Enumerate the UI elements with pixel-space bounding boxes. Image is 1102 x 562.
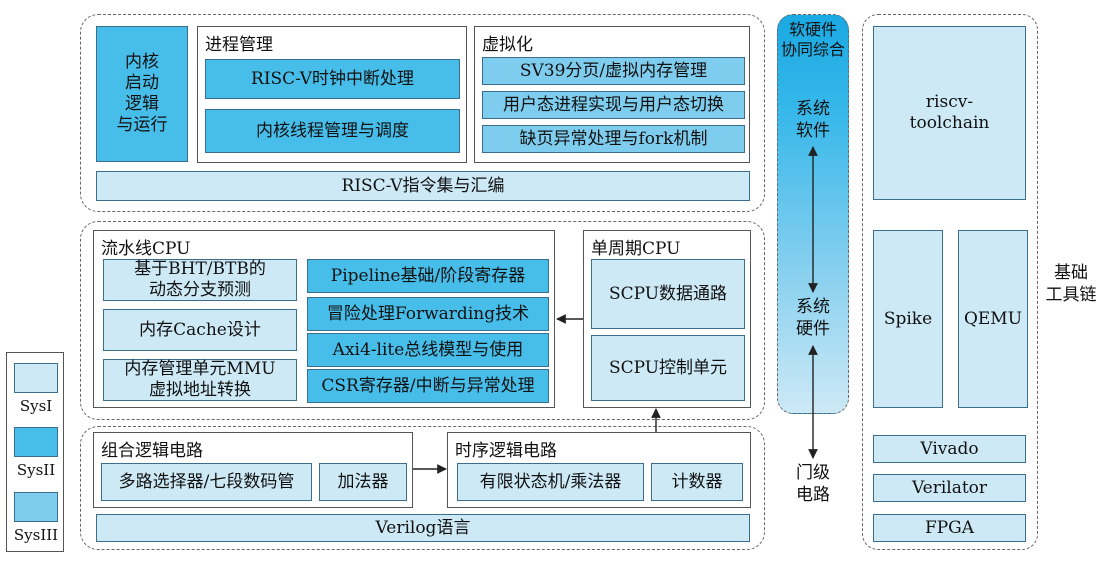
process-title: 进程管理 (205, 35, 273, 55)
virt-item: SV39分页/虚拟内存管理 (482, 57, 745, 85)
pipeline-left-item: 内存管理单元MMU 虚拟地址转换 (103, 359, 297, 401)
tools-layer (862, 14, 1038, 550)
single-cycle-title: 单周期CPU (591, 239, 681, 259)
tool-verilator: Verilator (873, 474, 1026, 502)
seq-logic-panel: 时序逻辑电路 有限状态机/乘法器 计数器 (447, 432, 751, 508)
gate-circuit-label: 门级 电路 (796, 463, 830, 505)
virt-panel: 虚拟化 SV39分页/虚拟内存管理 用户态进程实现与用户态切换 缺页异常处理与f… (474, 26, 750, 163)
comb-logic-title: 组合逻辑电路 (101, 441, 203, 461)
single-cycle-item: SCPU数据通路 (591, 259, 745, 329)
legend-label-sys3: SysIII (13, 526, 59, 544)
system-software-label: 系统 软件 (796, 99, 830, 141)
system-hardware-label: 系统 硬件 (796, 297, 830, 339)
process-item: RISC-V时钟中断处理 (205, 59, 460, 99)
pipeline-right-item: Axi4-lite总线模型与使用 (307, 333, 549, 367)
legend: SysI SysII SysIII (6, 352, 64, 552)
single-cycle-item: SCPU控制单元 (591, 335, 745, 401)
tool-riscv-toolchain: riscv- toolchain (873, 26, 1026, 200)
comb-logic-item: 加法器 (319, 463, 407, 501)
kernel-boot-box: 内核 启动 逻辑 与运行 (96, 26, 188, 162)
pipeline-left-item: 内存Cache设计 (103, 309, 297, 351)
isa-bar: RISC-V指令集与汇编 (96, 171, 750, 201)
virt-item: 用户态进程实现与用户态切换 (482, 91, 745, 119)
tool-vivado: Vivado (873, 435, 1026, 463)
legend-swatch-sys3 (14, 492, 58, 522)
cpu-layer (80, 221, 765, 420)
logic-layer (80, 426, 765, 550)
legend-swatch-sys2 (14, 427, 58, 457)
legend-swatch-sys1 (14, 363, 58, 393)
process-item: 内核线程管理与调度 (205, 109, 460, 153)
pipeline-right-item: Pipeline基础/阶段寄存器 (307, 259, 549, 293)
pipeline-title: 流水线CPU (101, 239, 191, 259)
seq-logic-item: 有限状态机/乘法器 (457, 463, 644, 501)
single-cycle-panel: 单周期CPU SCPU数据通路 SCPU控制单元 (583, 230, 751, 408)
os-layer (80, 14, 765, 212)
tools-label: 基础 工具链 (1045, 263, 1097, 305)
pipeline-left-item: 基于BHT/BTB的 动态分支预测 (103, 259, 297, 301)
seq-logic-title: 时序逻辑电路 (455, 441, 557, 461)
comb-logic-panel: 组合逻辑电路 多路选择器/七段数码管 加法器 (93, 432, 413, 508)
pipeline-panel: 流水线CPU 基于BHT/BTB的 动态分支预测 内存Cache设计 内存管理单… (93, 230, 555, 408)
tool-qemu: QEMU (958, 230, 1028, 408)
tool-fpga: FPGA (873, 514, 1026, 542)
comb-logic-item: 多路选择器/七段数码管 (101, 463, 312, 501)
pipeline-right-item: 冒险处理Forwarding技术 (307, 297, 549, 331)
process-panel: 进程管理 RISC-V时钟中断处理 内核线程管理与调度 (197, 26, 467, 163)
verilog-bar: Verilog语言 (96, 514, 750, 542)
pipeline-right-item: CSR寄存器/中断与异常处理 (307, 369, 549, 403)
seq-logic-item: 计数器 (651, 463, 743, 501)
virt-item: 缺页异常处理与fork机制 (482, 125, 745, 153)
tool-spike: Spike (873, 230, 943, 408)
legend-label-sys1: SysI (19, 397, 53, 415)
virt-title: 虚拟化 (482, 35, 533, 55)
legend-label-sys2: SysII (16, 461, 56, 479)
codesign-title: 软硬件 协同综合 (780, 20, 845, 59)
